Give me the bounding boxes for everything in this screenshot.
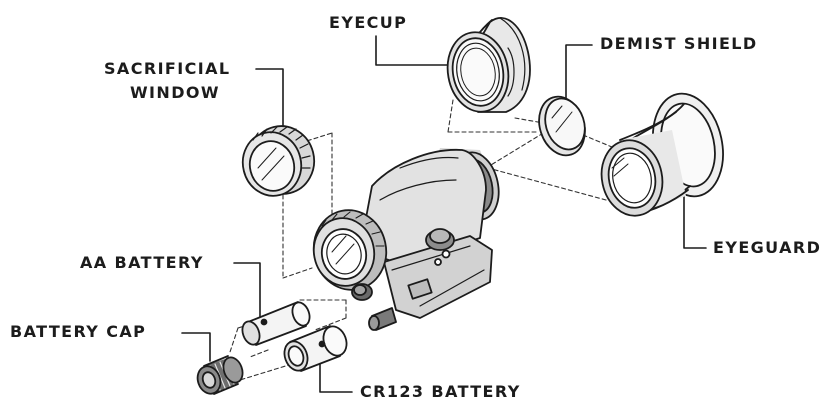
monocular-icon: [312, 148, 500, 331]
leader-battery-cap: [181, 332, 211, 362]
lens-disc-icon: [538, 95, 586, 157]
eyecup-icon: [446, 17, 531, 113]
demist-shield-label: DEMIST SHIELD: [600, 34, 758, 53]
sacrificial-window-label-line2: WINDOW: [130, 83, 220, 102]
cr123-battery-icon: [283, 325, 348, 372]
lens-cap-icon: [241, 125, 316, 197]
battery-cap-label: BATTERY CAP: [10, 322, 147, 341]
sacrificial-window-label-line1: SACRIFICIAL: [104, 59, 231, 78]
leader-sacrificial: [255, 68, 284, 143]
leader-demist: [565, 44, 593, 105]
aa-battery-label: AA BATTERY: [80, 253, 204, 272]
leader-eyeguard: [683, 174, 707, 249]
leader-aa: [233, 262, 261, 323]
threaded-cap-icon: [196, 355, 244, 395]
aa-battery-icon: [241, 301, 311, 346]
eyeguard-label: EYEGUARD: [713, 238, 822, 257]
cr123-battery-label: CR123 BATTERY: [360, 382, 521, 401]
eyecup-label: EYECUP: [329, 13, 408, 32]
eyeguard-icon: [600, 92, 724, 217]
